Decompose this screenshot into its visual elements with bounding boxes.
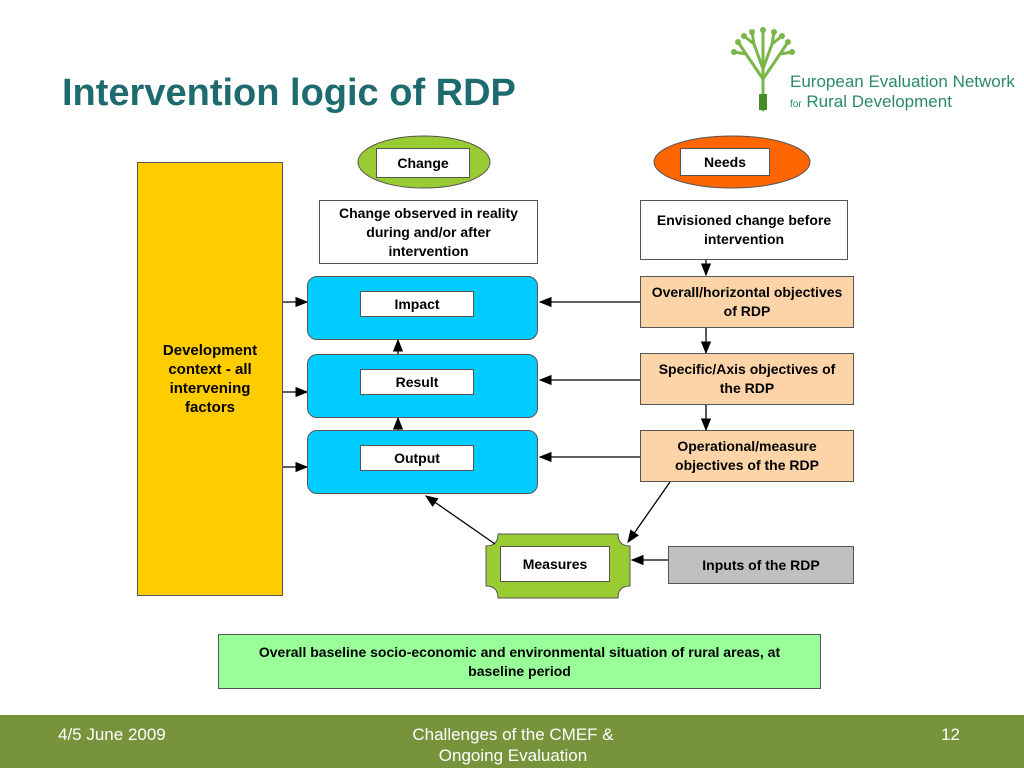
arrow-operational-to-measures <box>627 481 671 544</box>
logo <box>728 24 1018 114</box>
operational-objectives-box: Operational/measure objectives of the RD… <box>640 430 854 482</box>
result-box: Result <box>307 354 538 418</box>
tree-icon <box>731 27 795 112</box>
footer-page-number: 12 <box>941 725 960 744</box>
footer-date: 4/5 June 2009 <box>58 725 166 744</box>
result-label: Result <box>360 369 474 395</box>
output-label: Output <box>360 445 474 471</box>
overall-objectives-box: Overall/horizontal objectives of RDP <box>640 276 854 328</box>
logo-line2: Rural Development <box>806 92 952 111</box>
slide-title: Intervention logic of RDP <box>62 72 516 114</box>
needs-label: Needs <box>680 148 770 176</box>
inputs-box: Inputs of the RDP <box>668 546 854 584</box>
development-context-box: Development context - all intervening fa… <box>137 162 283 596</box>
measures-label: Measures <box>500 546 610 582</box>
baseline-box: Overall baseline socio-economic and envi… <box>218 634 821 689</box>
impact-label: Impact <box>360 291 474 317</box>
specific-objectives-box: Specific/Axis objectives of the RDP <box>640 353 854 405</box>
logo-text: European Evaluation Network for Rural De… <box>790 72 1015 115</box>
logo-line1: European Evaluation Network <box>790 72 1015 91</box>
envisioned-change-box: Envisioned change before intervention <box>640 200 848 260</box>
logo-for: for <box>790 99 802 110</box>
impact-box: Impact <box>307 276 538 340</box>
footer-center: Challenges of the CMEF & Ongoing Evaluat… <box>412 725 614 765</box>
footer-bar <box>0 715 1024 768</box>
output-box: Output <box>307 430 538 494</box>
change-label: Change <box>376 148 470 178</box>
change-observed-box: Change observed in reality during and/or… <box>319 200 538 264</box>
arrow-measures-to-output <box>424 495 496 545</box>
